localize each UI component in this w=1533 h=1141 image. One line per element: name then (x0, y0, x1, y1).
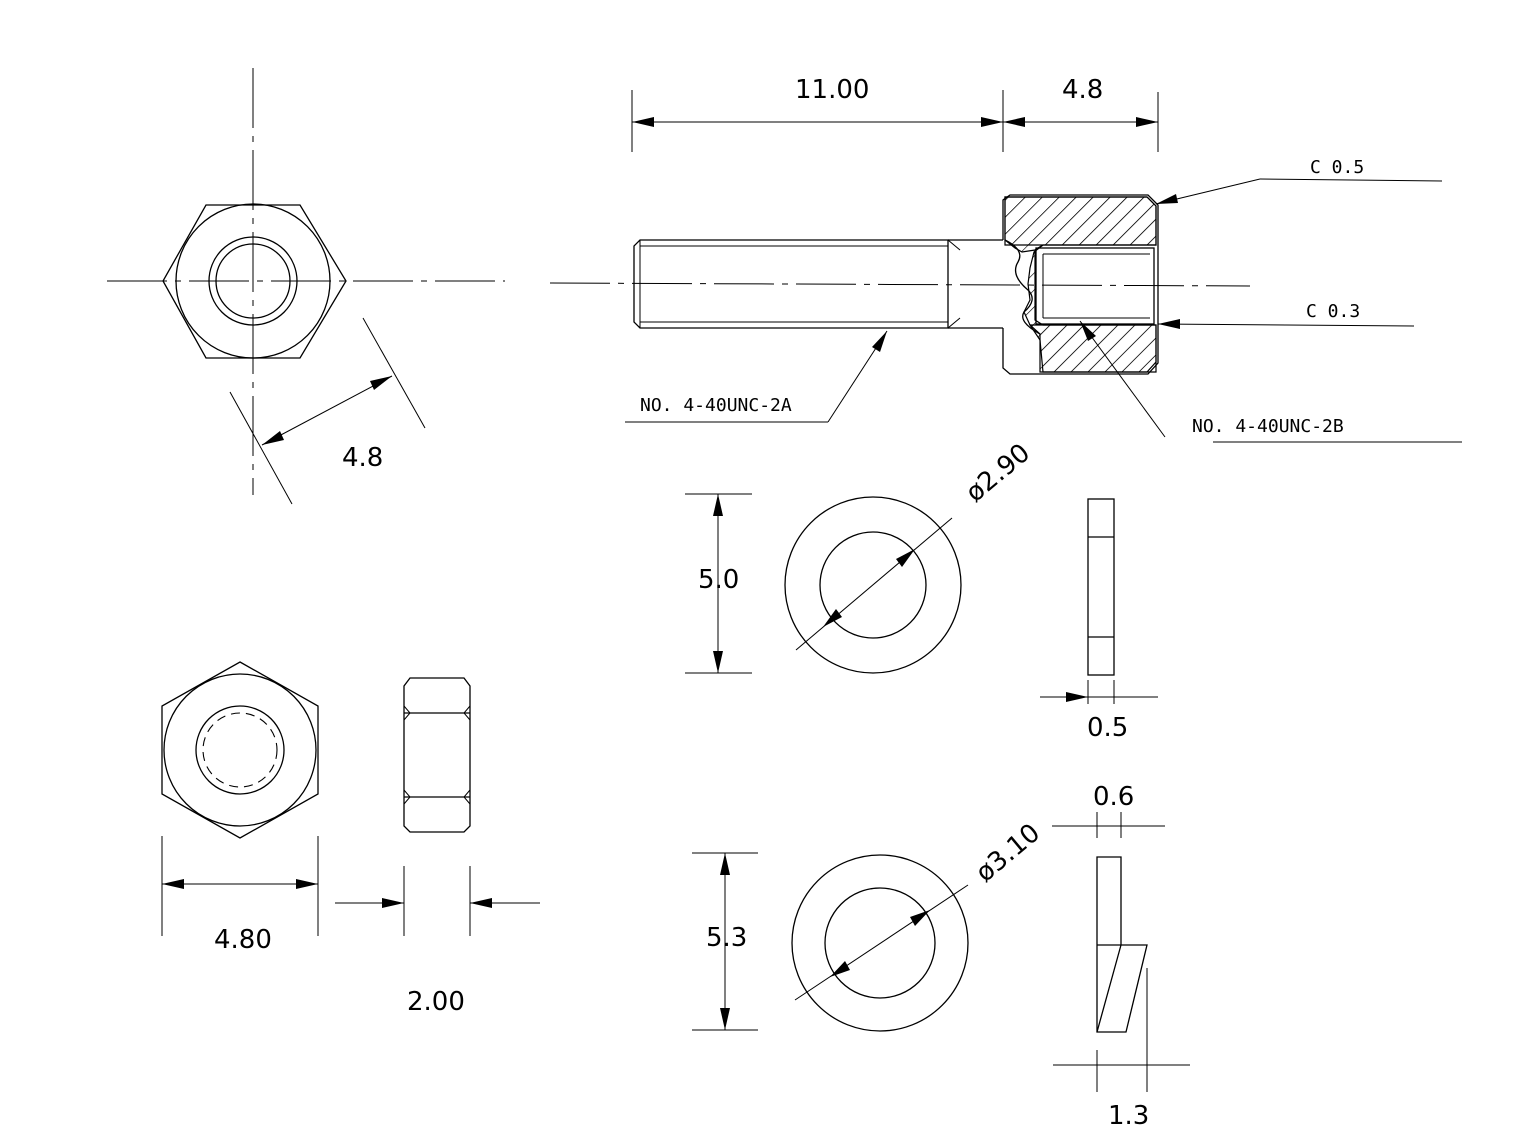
dim-flat-washer-od: 5.0 (698, 565, 739, 595)
dim-nut-across-flats: 4.80 (214, 925, 272, 955)
note-chamfer-outer: C 0.5 (1310, 157, 1364, 178)
note-external-thread: NO. 4-40UNC-2A (640, 395, 792, 416)
lock-washer-front-view: 5.3 ø3.10 (692, 818, 1046, 1032)
dim-head-length: 4.8 (1062, 75, 1103, 105)
lock-washer-side-view: 0.6 1.3 (1052, 782, 1190, 1131)
dim-lock-washer-width: 1.3 (1108, 1101, 1149, 1131)
flat-washer-front-view: 5.0 ø2.90 (685, 438, 1036, 674)
dim-nut-thickness: 2.00 (407, 987, 465, 1017)
dim-lock-washer-id: ø3.10 (970, 818, 1046, 888)
hex-nut-side-view: 2.00 (335, 677, 540, 1017)
dim-thread-length: 11.00 (795, 75, 869, 105)
flat-washer-side-view: 0.5 (1040, 498, 1158, 743)
hex-nut-front-view: 4.80 (161, 661, 319, 955)
note-internal-thread: NO. 4-40UNC-2B (1192, 416, 1344, 437)
dim-flat-washer-thickness: 0.5 (1087, 713, 1128, 743)
note-chamfer-inner: C 0.3 (1306, 301, 1360, 322)
dim-lock-washer-od: 5.3 (706, 923, 747, 953)
dim-lock-washer-thickness: 0.6 (1093, 782, 1134, 812)
standoff-end-view: 4.8 (107, 68, 505, 505)
dim-flat-washer-id: ø2.90 (960, 438, 1036, 508)
standoff-side-view: 11.00 4.8 C 0.5 (549, 75, 1462, 443)
dim-head-across-flats: 4.8 (342, 443, 383, 473)
